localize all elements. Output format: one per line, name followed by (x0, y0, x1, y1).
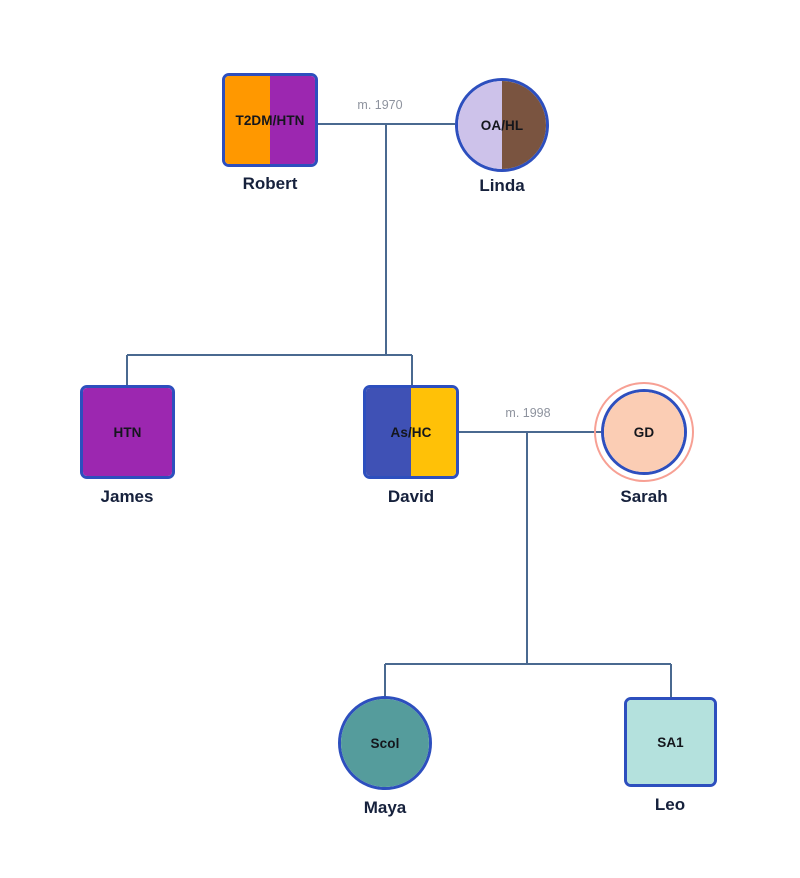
fill-segment-2 (670, 700, 714, 784)
fill-segment-1 (604, 392, 644, 472)
pedigree-node-sarah[interactable]: GD (594, 382, 694, 482)
female-circle-symbol[interactable]: GD (601, 389, 687, 475)
affection-fill-sarah (604, 392, 684, 472)
fill-segment-2 (270, 76, 315, 164)
fill-segment-1 (366, 388, 411, 476)
male-square-symbol[interactable]: SA1 (624, 697, 717, 787)
affection-fill-leo (627, 700, 714, 784)
affection-fill-james (83, 388, 172, 476)
fill-segment-2 (385, 699, 429, 787)
person-name-label: David (387, 487, 435, 506)
pedigree-node-leo[interactable]: SA1 (624, 697, 717, 787)
male-square-symbol[interactable]: As/HC (363, 385, 459, 479)
person-name-label: Sarah (620, 487, 668, 506)
fill-segment-1 (83, 388, 128, 476)
male-square-symbol[interactable]: HTN (80, 385, 175, 479)
fill-segment-2 (411, 388, 456, 476)
marriage-year-label: m. 1998 (505, 406, 551, 420)
pedigree-node-linda[interactable]: OA/HL (455, 78, 549, 172)
fill-segment-1 (627, 700, 671, 784)
outer-ring-sarah (594, 382, 694, 482)
affection-fill-robert (225, 76, 315, 164)
affection-fill-maya (341, 699, 429, 787)
female-circle-symbol[interactable]: OA/HL (455, 78, 549, 172)
person-name-label: Linda (479, 176, 525, 195)
fill-segment-2 (644, 392, 684, 472)
male-square-symbol[interactable]: T2DM/HTN (222, 73, 318, 167)
female-circle-symbol[interactable]: Scol (338, 696, 432, 790)
affection-fill-david (366, 388, 456, 476)
fill-segment-2 (502, 81, 546, 169)
fill-segment-1 (458, 81, 502, 169)
person-name-label: Leo (654, 795, 686, 814)
fill-segment-2 (127, 388, 172, 476)
fill-segment-1 (225, 76, 270, 164)
pedigree-node-david[interactable]: As/HC (363, 385, 459, 479)
person-name-label: Robert (242, 174, 298, 193)
pedigree-node-maya[interactable]: Scol (338, 696, 432, 790)
person-name-label: Maya (363, 798, 407, 817)
affection-fill-linda (458, 81, 546, 169)
fill-segment-1 (341, 699, 385, 787)
pedigree-node-robert[interactable]: T2DM/HTN (222, 73, 318, 167)
marriage-year-label: m. 1970 (357, 98, 403, 112)
pedigree-node-james[interactable]: HTN (80, 385, 175, 479)
person-name-label: James (100, 487, 154, 506)
